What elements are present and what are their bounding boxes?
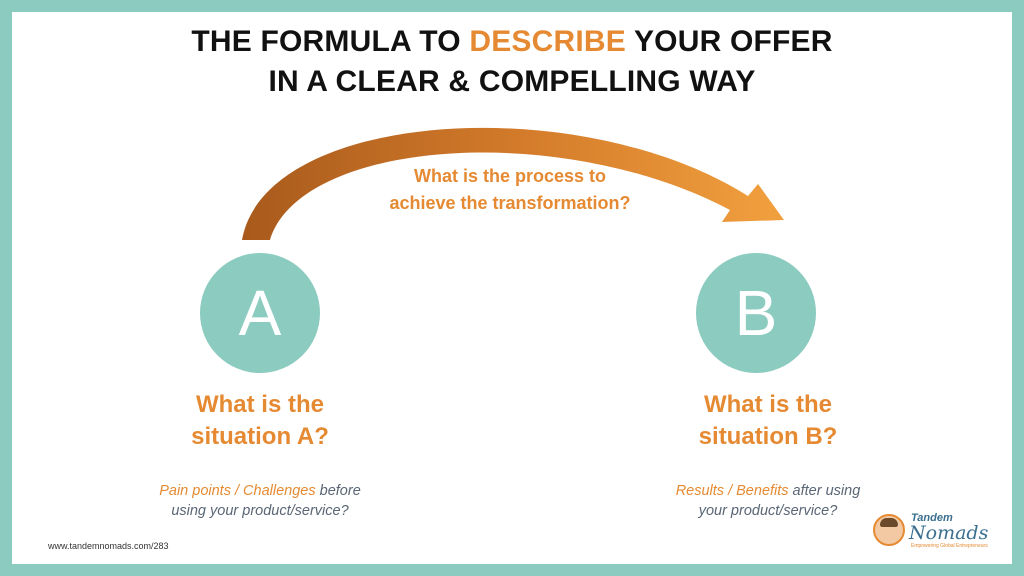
situation-b-question: What is the situation B? [618,389,918,453]
title-line-2: IN A CLEAR & COMPELLING WAY [268,65,756,98]
description-line-1: Results / Benefits after using [608,481,928,501]
footer-url: www.tandemnomads.com/283 [48,541,169,551]
title-line-1: THE FORMULA TO DESCRIBE YOUR OFFER [0,22,1024,62]
question-line: situation A? [191,423,329,450]
logo-avatar-icon [873,514,905,546]
logo-text-nomads: Nomads [909,522,989,544]
arrow-body [242,127,784,240]
title-highlight: DESCRIBE [469,25,626,58]
tandem-nomads-logo: Tandem Nomads Empowering Global Entrepre… [873,512,988,552]
description-highlight: Results / Benefits [675,483,789,499]
description-text: before [315,483,361,499]
node-a-letter: A [238,277,282,349]
situation-b-description: Results / Benefits after using your prod… [608,481,928,521]
situation-a-question: What is the situation A? [110,389,410,453]
slide-title: THE FORMULA TO DESCRIBE YOUR OFFER IN A … [0,22,1024,102]
question-line: What is the [703,391,832,418]
logo-tagline: Empowering Global Entrepreneurs [911,543,988,549]
description-line-1: Pain points / Challenges before [100,481,420,501]
description-highlight: Pain points / Challenges [159,483,316,499]
description-line-2: your product/service? [698,503,838,519]
title-text: THE FORMULA TO [191,25,470,58]
description-text: after using [788,483,861,499]
process-line-1: What is the process to [413,166,607,186]
question-line: What is the [195,391,324,418]
node-b-circle: B [696,253,816,373]
description-line-2: using your product/service? [171,503,349,519]
node-a-circle: A [200,253,320,373]
process-line-2: achieve the transformation? [389,193,631,213]
situation-a-description: Pain points / Challenges before using yo… [100,481,420,521]
process-question: What is the process to achieve the trans… [340,163,680,217]
logo-text-tandem: Tandem [911,512,953,524]
node-b-letter: B [734,277,778,349]
question-line: situation B? [698,423,838,450]
title-text: YOUR OFFER [625,25,833,58]
